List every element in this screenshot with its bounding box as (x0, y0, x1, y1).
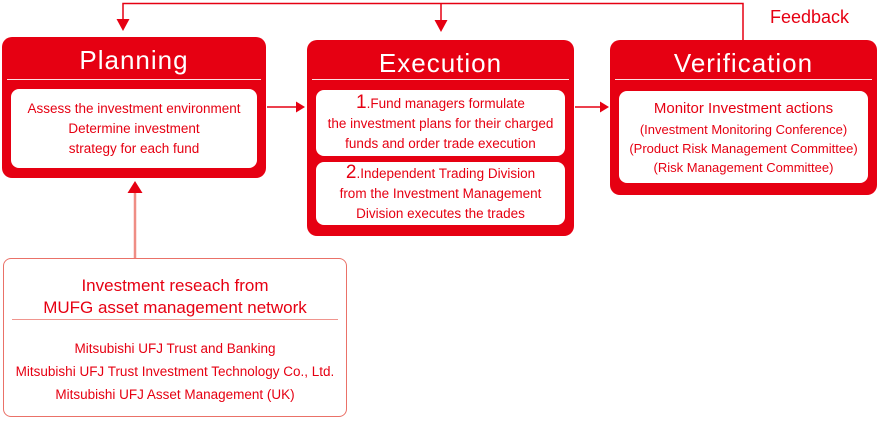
planning-divider (7, 79, 261, 80)
verification-title: Verification (673, 48, 814, 78)
feedback-line (122, 2, 744, 40)
verification-stage-box: Verification Monitor Investment actions … (610, 40, 877, 195)
verification-detail-line: (Product Risk Management Committee) (629, 140, 858, 156)
execution-step-number: 2 (345, 162, 357, 183)
execution-step-line: the investment plans for their charged (327, 115, 554, 131)
feedback-label: Feedback (770, 7, 850, 27)
research-company: Mitsubishi UFJ Trust Investment Technolo… (15, 364, 335, 379)
research-title-line: MUFG asset management network (43, 298, 307, 317)
verification-detail-line: (Risk Management Committee) (653, 159, 834, 175)
verification-body-card: Monitor Investment actions (Investment M… (619, 91, 868, 183)
execution-step-number: 1 (356, 91, 367, 113)
feedback-arrow-planning-icon (116, 19, 130, 31)
execution-step-line: 2.Independent Trading Division (345, 162, 536, 183)
feedback-arrow-execution-icon (434, 20, 448, 32)
execution-stage-box: Execution 1.Fund managers formulate the … (307, 40, 574, 236)
planning-stage-box: Planning Assess the investment environme… (2, 37, 266, 178)
verification-divider (615, 79, 872, 80)
execution-step-1-card: 1.Fund managers formulate the investment… (316, 90, 565, 156)
research-title: Investment reseach from MUFG asset manag… (4, 275, 346, 319)
research-divider (12, 319, 338, 320)
verification-main-text: Monitor Investment actions (653, 99, 834, 117)
research-company: Mitsubishi UFJ Trust and Banking (74, 341, 276, 356)
verification-detail-line: (Investment Monitoring Conference) (639, 121, 848, 137)
research-companies: Mitsubishi UFJ Trust and Banking Mitsubi… (4, 337, 346, 406)
planning-body-line: Determine investment (68, 120, 200, 136)
planning-body-line: Assess the investment environment (27, 100, 241, 116)
execution-step-line: funds and order trade execution (345, 135, 536, 151)
planning-body-line: strategy for each fund (68, 140, 200, 156)
execution-step-line: 1.Fund managers formulate (356, 91, 525, 113)
research-title-line: Investment reseach from (81, 276, 269, 295)
execution-step-line: Division executes the trades (356, 206, 525, 221)
execution-divider (312, 79, 569, 80)
research-company: Mitsubishi UFJ Asset Management (UK) (55, 387, 295, 402)
arrow-research-to-planning (127, 181, 143, 258)
execution-title: Execution (378, 48, 503, 78)
planning-body-card: Assess the investment environment Determ… (11, 89, 257, 168)
research-box: Investment reseach from MUFG asset manag… (3, 258, 347, 417)
execution-step-line: from the Investment Management (339, 186, 542, 201)
arrow-execution-to-verification (575, 101, 609, 113)
arrow-planning-to-execution (267, 101, 305, 113)
execution-step-2-card: 2.Independent Trading Division from the … (316, 162, 565, 225)
planning-title: Planning (79, 45, 189, 75)
